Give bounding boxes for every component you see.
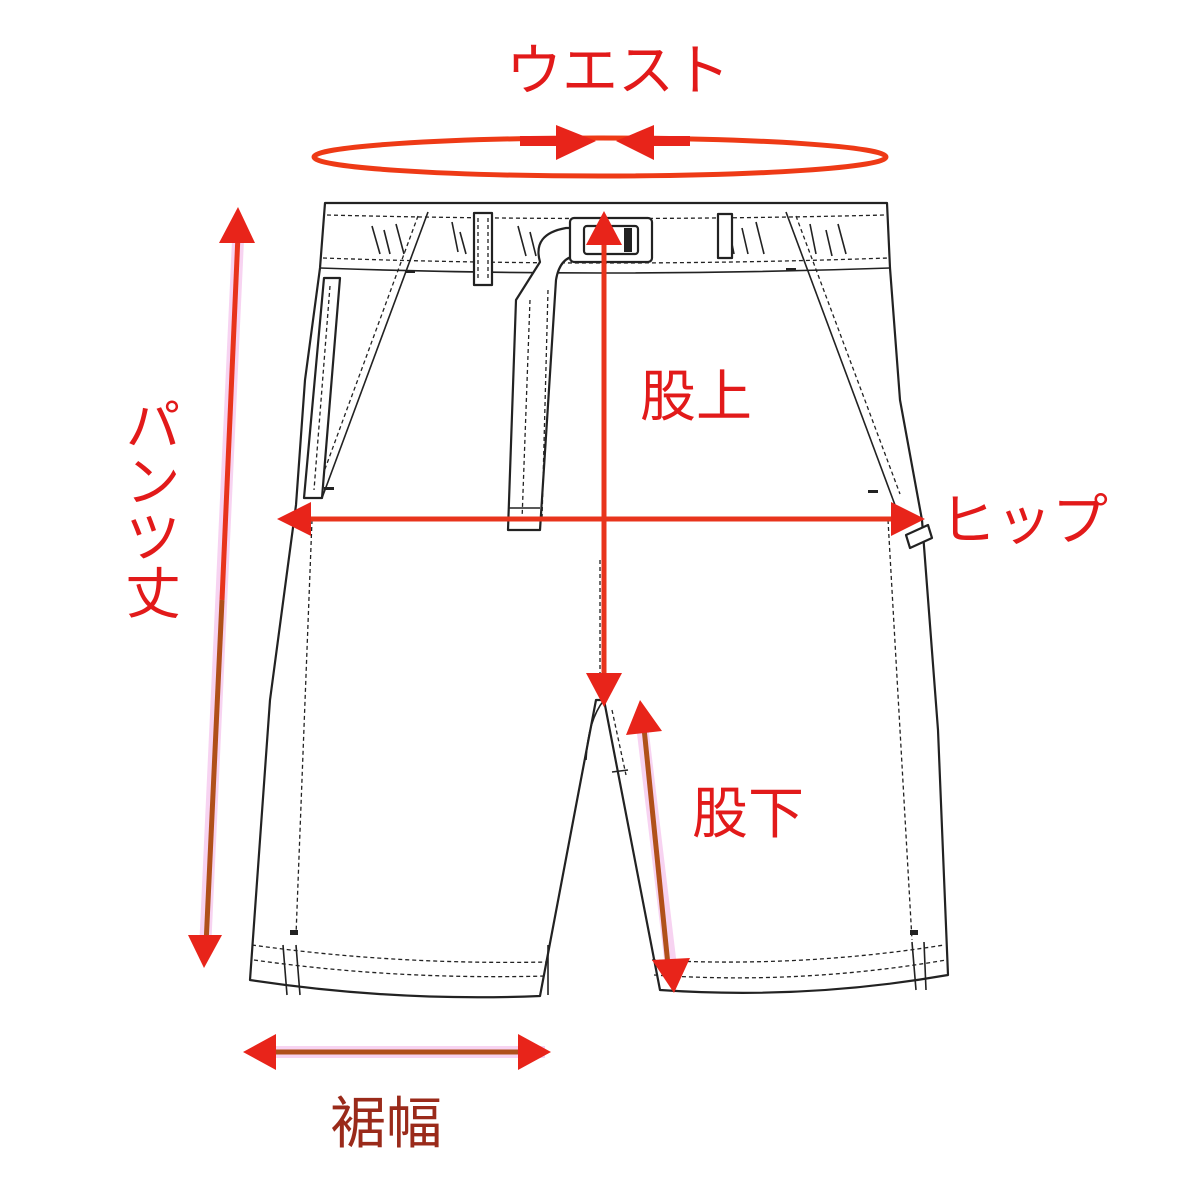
hip-label: ヒップ	[940, 489, 1108, 554]
length-measurement: パンツ丈	[116, 207, 255, 968]
hem-arrow-left-icon	[243, 1034, 276, 1070]
inseam-arrow-up-icon	[626, 700, 662, 735]
rise-arrow-up-icon	[586, 211, 622, 245]
waist-arrow-left-icon	[616, 125, 654, 160]
side-pockets	[317, 211, 934, 550]
belt-loop	[472, 211, 494, 287]
waist-arrow-right-icon	[556, 125, 596, 160]
rise-label: 股上	[640, 365, 752, 430]
length-arrow-down-icon	[188, 935, 222, 968]
inseam-arrow-down-icon	[652, 958, 690, 993]
shorts-illustration	[248, 201, 950, 999]
hip-measurement: ヒップ	[277, 489, 1108, 554]
hem-width-label: 裾幅	[330, 1092, 442, 1157]
length-label: パンツ丈	[116, 396, 181, 620]
waist-measurement: ウエスト	[311, 39, 889, 179]
hem-width-measurement: 裾幅	[243, 1034, 551, 1157]
inseam-label: 股下	[692, 782, 804, 847]
length-arrow-up-icon	[219, 207, 255, 243]
inseam-measurement: 股下	[626, 700, 804, 993]
rise-measurement: 股上	[586, 211, 752, 707]
shorts-body	[248, 201, 950, 999]
waistband-gathers	[371, 221, 847, 257]
hem-arrow-right-icon	[518, 1034, 551, 1070]
hip-arrow-right-icon	[891, 502, 925, 536]
waist-ellipse	[311, 135, 889, 179]
waist-label: ウエスト	[506, 39, 730, 104]
rise-arrow-down-icon	[586, 673, 622, 707]
hip-arrow-left-icon	[277, 502, 311, 536]
